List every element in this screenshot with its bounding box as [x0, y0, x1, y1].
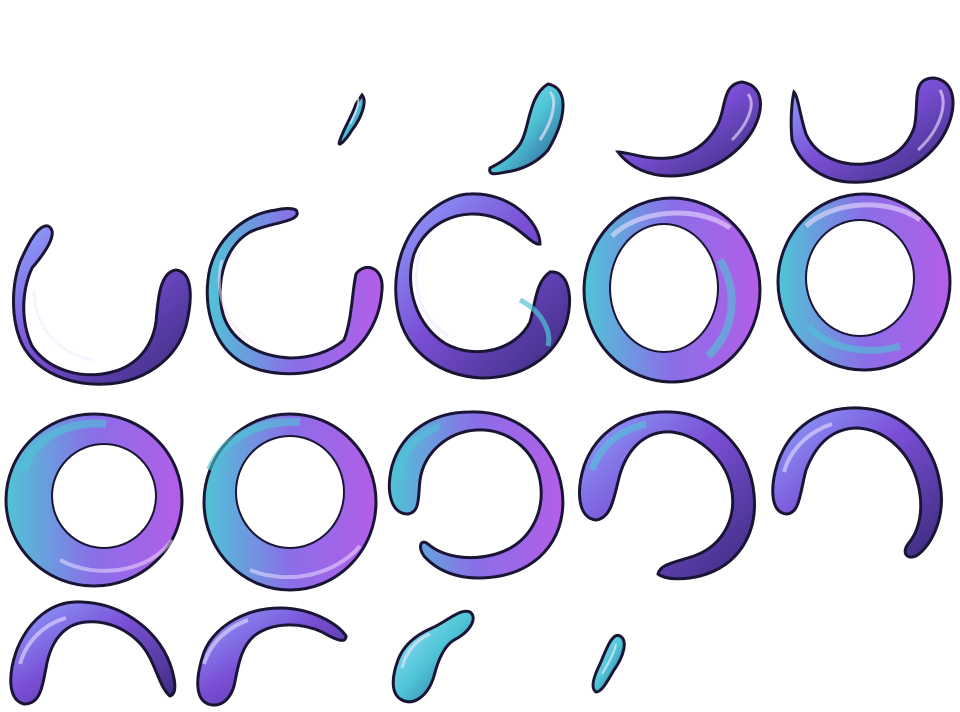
frame-4-arc-down: [789, 76, 955, 184]
frame-13-arc-n: [578, 410, 756, 581]
frame-6-arc-c: [205, 207, 384, 376]
frame-17-blob-tail: [391, 609, 475, 704]
frame-15-arc-n: [9, 600, 177, 706]
frame-12-ring-open: [387, 410, 565, 580]
frame-5-arc-u: [12, 224, 192, 386]
frame-18-blob-small: [591, 634, 626, 694]
frame-8-ring: [582, 196, 762, 384]
frame-1-blob-small: [337, 92, 366, 146]
frame-10-ring: [4, 412, 184, 588]
frame-14-arc-n-short: [771, 406, 943, 559]
frame-3-hook: [614, 80, 762, 178]
frame-11-ring: [202, 412, 378, 592]
frame-16-arc-n: [196, 606, 348, 707]
frame-2-blob-tail: [488, 82, 565, 176]
frame-9-ring: [776, 192, 952, 372]
frame-7-ring-open: [394, 192, 571, 380]
